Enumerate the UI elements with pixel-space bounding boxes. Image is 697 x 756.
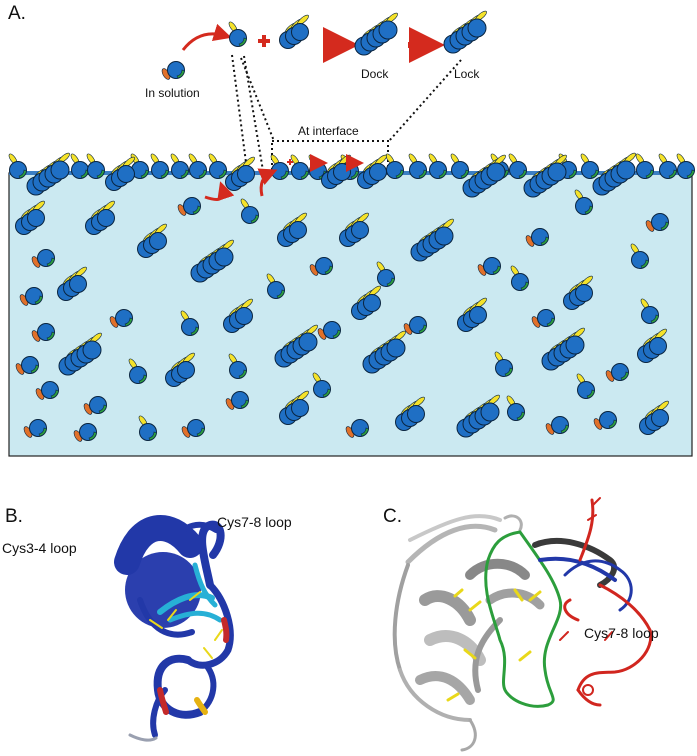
panel-b-structure bbox=[114, 515, 234, 742]
panel-a-letter: A. bbox=[8, 3, 26, 24]
label-b-cys34-loop: Cys3-4 loop bbox=[2, 540, 77, 556]
adsorption-arrows bbox=[204, 168, 278, 202]
label-lock: Lock bbox=[454, 67, 480, 81]
panel-b-letter: B. bbox=[5, 506, 23, 527]
panel-c-letter: C. bbox=[383, 506, 402, 527]
label-b-cys78-loop: Cys7-8 loop bbox=[217, 514, 292, 530]
label-at-interface: At interface bbox=[298, 124, 359, 138]
schematic-top bbox=[159, 9, 489, 82]
label-c-cys78-loop: Cys7-8 loop bbox=[584, 625, 659, 641]
label-dock: Dock bbox=[361, 67, 389, 81]
panel-c-structure bbox=[392, 497, 653, 752]
plus-icon bbox=[258, 35, 270, 47]
interface-layer bbox=[7, 151, 695, 198]
label-in-solution: In solution bbox=[145, 86, 200, 100]
